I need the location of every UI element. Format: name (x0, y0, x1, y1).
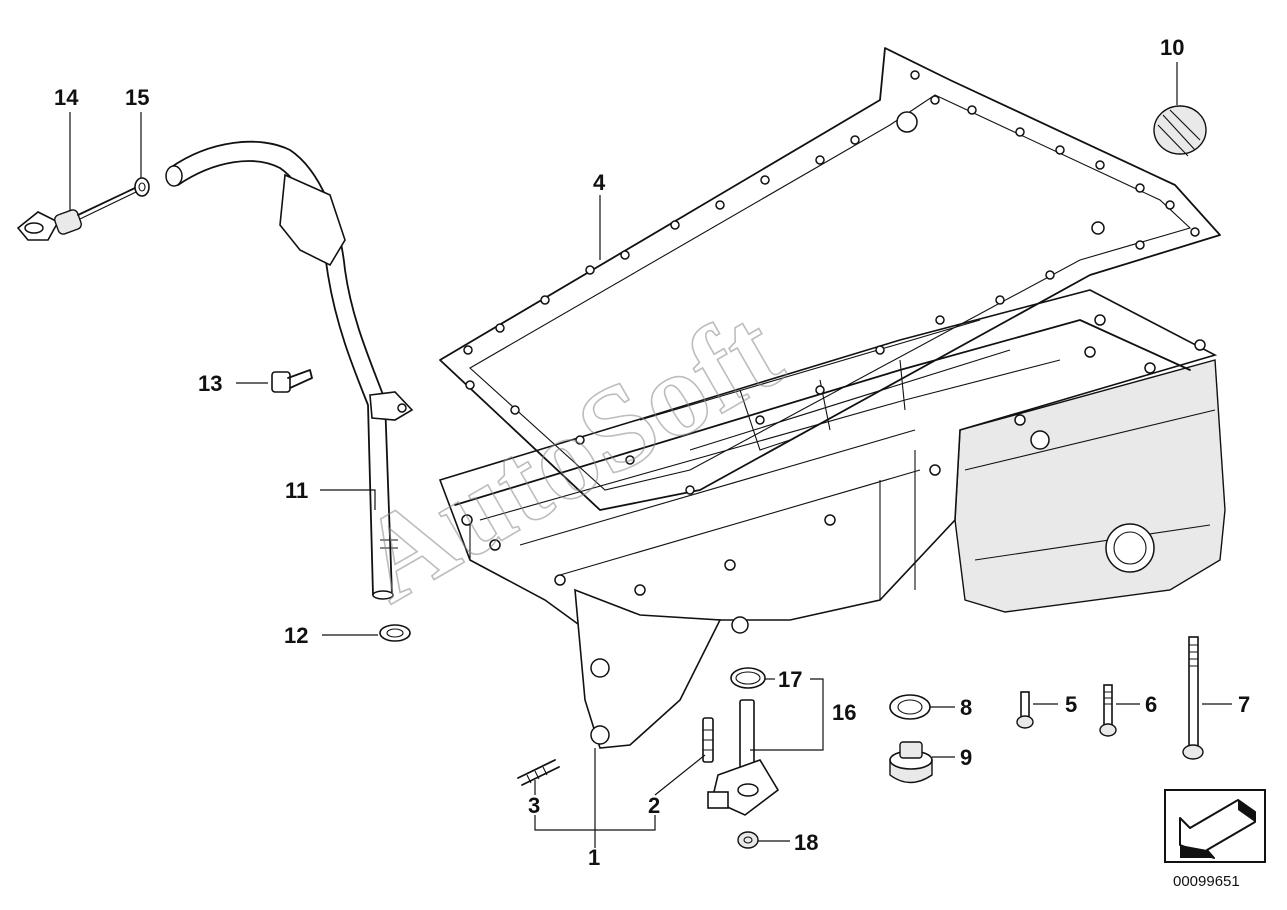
oil-level-sensor (707, 699, 780, 816)
gasket-ring-12 (379, 624, 411, 642)
callout-2: 2 (648, 793, 660, 818)
callout-3: 3 (528, 793, 540, 818)
callout-9: 9 (960, 745, 972, 770)
drain-plug-9 (889, 741, 933, 784)
bolt-13 (271, 369, 313, 393)
callout-6: 6 (1145, 692, 1157, 717)
oil-dipstick (16, 187, 137, 241)
callout-18: 18 (794, 830, 818, 855)
oil-pan-gasket (439, 47, 1221, 511)
arrow-down-left-icon (1164, 789, 1266, 863)
callout-16: 16 (832, 700, 856, 725)
o-ring-15 (134, 177, 150, 197)
oil-pan (438, 289, 1226, 749)
callout-labels: 14 15 10 4 13 11 12 3 2 1 17 16 18 8 9 5… (54, 35, 1250, 870)
callout-17: 17 (778, 667, 802, 692)
stud-2 (702, 717, 714, 763)
callout-13: 13 (198, 371, 222, 396)
callout-4: 4 (593, 170, 606, 195)
nut-18 (737, 831, 759, 849)
seal-ring-8 (889, 694, 931, 720)
document-number: 00099651 (1173, 873, 1240, 890)
callout-11: 11 (285, 478, 308, 503)
callout-5: 5 (1065, 692, 1077, 717)
bolt-7 (1182, 636, 1204, 760)
leader-lines (69, 62, 1232, 848)
bolt-6 (1099, 684, 1117, 737)
stud-3 (517, 759, 560, 786)
callout-8: 8 (960, 695, 972, 720)
oil-filler-cap (1153, 105, 1207, 157)
callout-1: 1 (588, 845, 600, 870)
dipstick-guide-tube (165, 140, 414, 600)
callout-7: 7 (1238, 692, 1250, 717)
callout-14: 14 (54, 85, 79, 110)
callout-10: 10 (1160, 35, 1184, 60)
callout-12: 12 (284, 623, 308, 648)
o-ring-17 (730, 667, 766, 689)
callout-15: 15 (125, 85, 149, 110)
bolt-5 (1016, 691, 1034, 729)
